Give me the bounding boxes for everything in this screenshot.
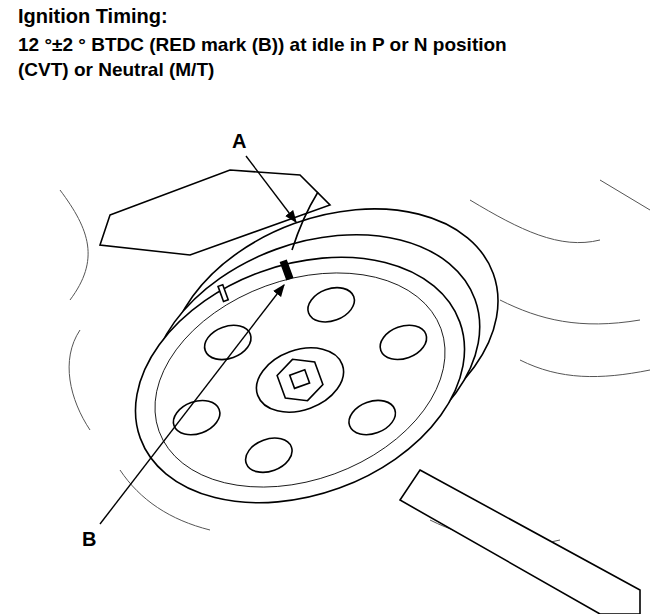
callout-letter: A — [230, 130, 248, 152]
drive-belt — [100, 170, 640, 614]
callout-letter: B — [80, 528, 98, 550]
leader-line — [100, 285, 284, 524]
heading: Ignition Timing: — [18, 4, 168, 29]
red-timing-mark — [281, 260, 293, 279]
crankshaft-pulley — [89, 165, 544, 546]
spec-note: 12 °±2 ° BTDC (RED mark (B)) at idle in … — [18, 32, 508, 82]
leader-line — [246, 156, 296, 222]
